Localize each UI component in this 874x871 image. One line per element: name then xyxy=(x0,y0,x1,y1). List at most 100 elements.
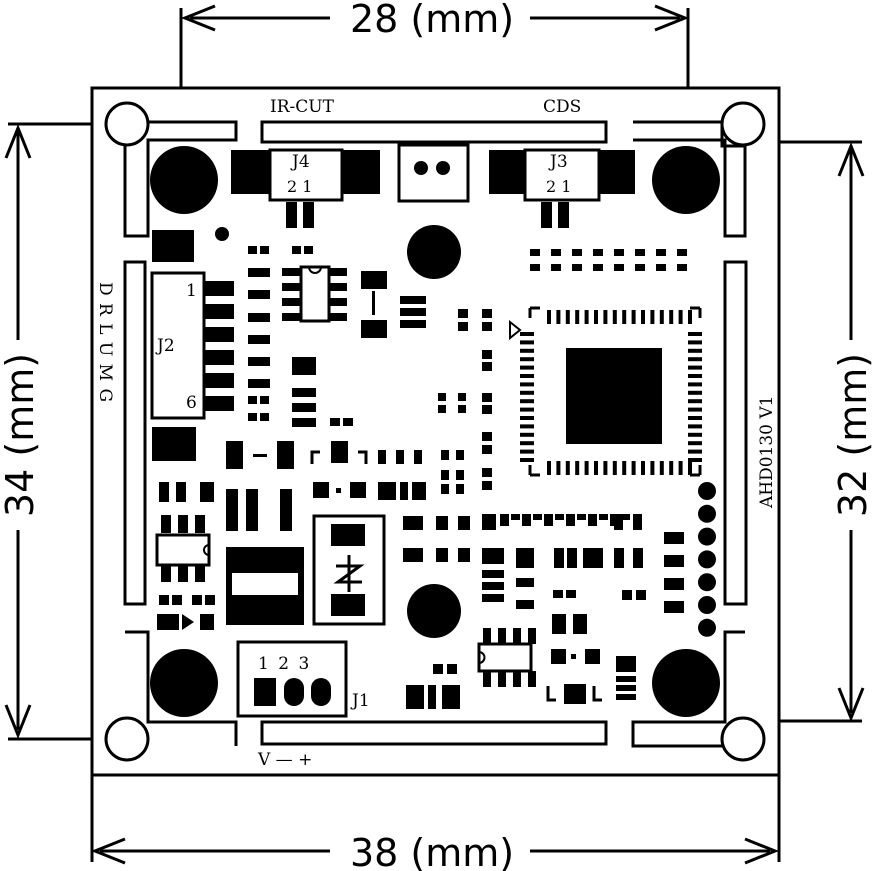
pad xyxy=(565,461,570,475)
pad xyxy=(572,264,582,271)
pad xyxy=(688,458,702,462)
pad xyxy=(520,390,534,395)
pad xyxy=(688,441,702,446)
pad xyxy=(631,461,636,475)
pad xyxy=(594,461,598,475)
j3-label: J3 xyxy=(548,152,568,172)
j4-pins: 2 1 xyxy=(287,177,312,196)
pad xyxy=(520,449,534,454)
pad xyxy=(650,310,655,324)
pad xyxy=(678,461,683,475)
j2-label: J2 xyxy=(155,336,175,356)
pad xyxy=(584,310,589,324)
j1-label: J1 xyxy=(350,691,370,711)
pad xyxy=(635,249,645,256)
header-pin xyxy=(698,618,716,637)
pad xyxy=(533,514,542,520)
pad xyxy=(631,310,636,324)
pad xyxy=(688,390,702,395)
board-outline xyxy=(90,86,781,777)
pad xyxy=(522,514,531,526)
header-pin xyxy=(698,527,716,546)
pad xyxy=(575,310,580,324)
pad xyxy=(565,310,570,324)
pad xyxy=(603,461,608,475)
edge-strips xyxy=(123,120,748,746)
pad xyxy=(677,249,687,256)
pad xyxy=(520,407,534,412)
lower-components xyxy=(403,514,684,709)
main-processor-chip xyxy=(509,306,702,477)
pad xyxy=(520,340,534,345)
dimension-top-label: 28 (mm) xyxy=(350,0,514,41)
pad xyxy=(520,357,534,362)
j2-side-label: D R L U M G xyxy=(95,282,115,403)
pad xyxy=(688,374,702,378)
connector-j1 xyxy=(236,640,348,718)
pad xyxy=(520,365,534,370)
pad xyxy=(688,340,702,345)
header-pin xyxy=(698,596,716,614)
crystal-box xyxy=(312,514,386,626)
dimension-top xyxy=(179,4,690,88)
pad xyxy=(520,441,534,446)
j1-pins: 1 2 3 xyxy=(258,654,309,674)
pad xyxy=(656,264,666,271)
ic-u2 xyxy=(155,533,211,567)
corner-brackets xyxy=(123,120,747,748)
lens-mount-pads xyxy=(150,146,720,717)
connector-j4 xyxy=(231,148,380,228)
connector-j3 xyxy=(489,148,635,228)
pad xyxy=(520,332,534,336)
j3-pins: 2 1 xyxy=(546,177,571,196)
inductor-window xyxy=(232,573,298,595)
cds-label: CDS xyxy=(543,97,581,117)
pad xyxy=(520,399,534,404)
dimension-right xyxy=(779,140,865,723)
pad xyxy=(650,461,655,475)
pad xyxy=(614,249,624,256)
header-pins xyxy=(698,482,716,637)
chip-left-pads xyxy=(438,309,492,490)
pad xyxy=(669,461,674,475)
pad xyxy=(688,382,702,387)
pad xyxy=(612,461,617,475)
pad xyxy=(688,310,692,324)
pad xyxy=(556,310,561,324)
pad xyxy=(688,416,702,420)
pad xyxy=(688,399,702,404)
pad xyxy=(688,461,692,475)
pad xyxy=(688,357,702,362)
ic-u1 xyxy=(282,265,347,323)
pad xyxy=(500,514,509,526)
header-pin xyxy=(698,573,716,592)
fiducial xyxy=(215,227,229,241)
pad xyxy=(614,514,623,530)
pad xyxy=(659,310,664,324)
pad xyxy=(520,424,534,429)
pad xyxy=(633,514,642,530)
pad xyxy=(677,264,687,271)
pad xyxy=(547,310,551,324)
pad xyxy=(547,461,551,475)
dimension-bottom-label: 38 (mm) xyxy=(350,831,514,871)
pad xyxy=(635,264,645,271)
pad xyxy=(551,264,561,271)
pad xyxy=(603,310,608,324)
pad xyxy=(688,365,702,370)
pad xyxy=(577,514,586,520)
pad xyxy=(678,310,683,324)
pad xyxy=(593,249,603,256)
pad xyxy=(669,310,674,324)
header-pin xyxy=(698,482,716,500)
pad xyxy=(572,249,582,256)
pad xyxy=(551,249,561,256)
pad xyxy=(599,514,608,520)
pad xyxy=(556,461,561,475)
pad xyxy=(530,264,540,271)
pad xyxy=(688,449,702,454)
pad xyxy=(614,264,624,271)
dimension-left xyxy=(4,122,92,741)
pad xyxy=(659,461,664,475)
